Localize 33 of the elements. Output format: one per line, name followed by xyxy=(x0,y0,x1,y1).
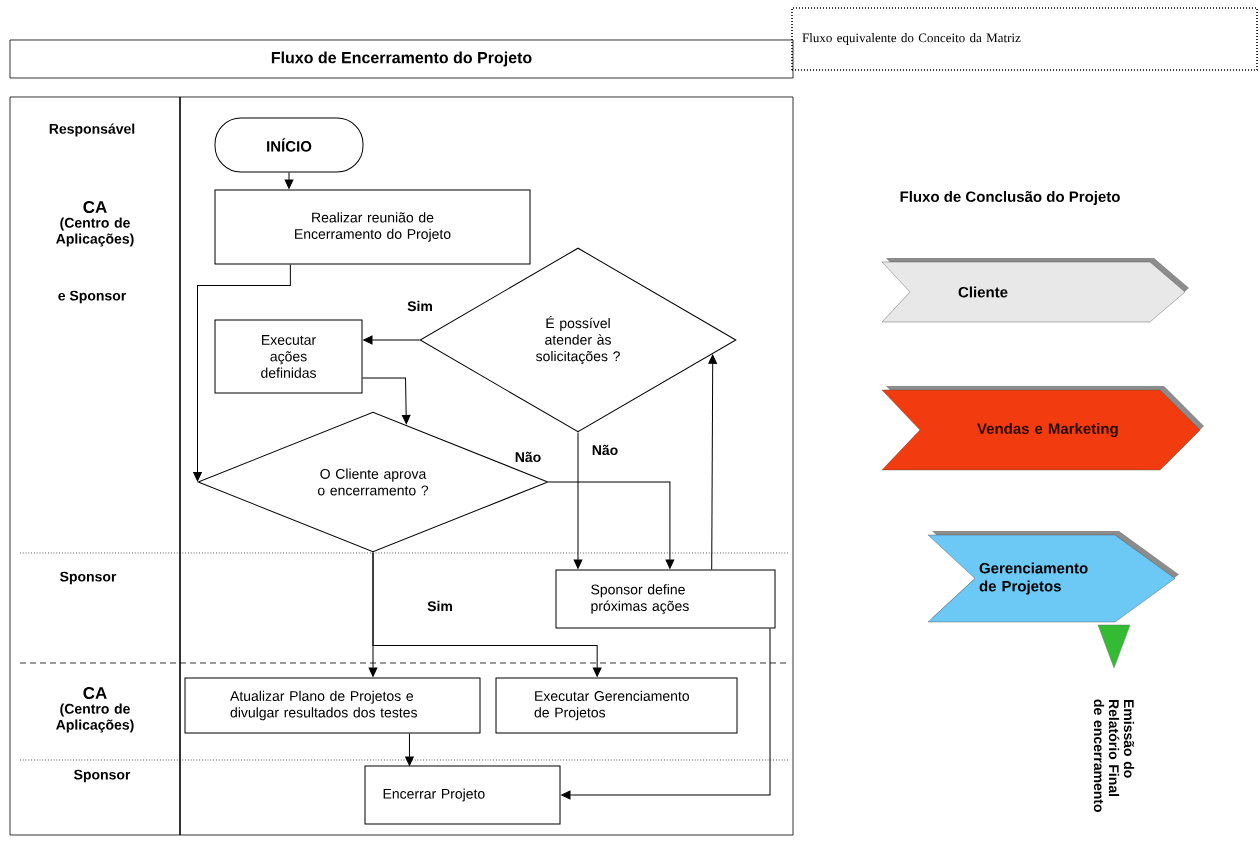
edge-label: Sim xyxy=(425,599,455,613)
lane-label: Responsável xyxy=(49,123,135,137)
process-box: Sponsor define próximas ações xyxy=(555,569,776,629)
process-box: Executar ações definidas xyxy=(214,319,363,394)
annotation-text: Emissão do Relatório Final de encerramento xyxy=(1093,699,1135,813)
lane-label: Sponsor xyxy=(74,769,131,783)
arrow xyxy=(362,377,411,425)
lane-label: CA xyxy=(83,201,107,213)
section-heading: Fluxo de Conclusão do Projeto xyxy=(900,191,1120,205)
arrow xyxy=(548,481,675,569)
title-box: Fluxo de Encerramento do Projeto xyxy=(9,39,794,79)
process-box: Realizar reunião de Encerramento do Projeto xyxy=(214,189,531,265)
lane-label: (Centro de Aplicações) xyxy=(56,217,134,247)
edge-label: Não xyxy=(513,450,543,464)
arrow xyxy=(193,264,291,482)
lane-label: e Sponsor xyxy=(58,290,126,304)
arrow xyxy=(372,552,602,677)
arrow xyxy=(405,733,414,766)
edge-label: Não xyxy=(590,443,620,457)
arrow xyxy=(708,354,718,570)
process-box: Atualizar Plano de Projetos e divulgar resultados dos testes xyxy=(184,677,481,734)
start-terminal: INÍCIO xyxy=(214,117,364,173)
note-box: Fluxo equivalente do Conceito da Matriz xyxy=(791,7,1258,71)
lane-label: CA xyxy=(83,687,107,699)
arrow xyxy=(363,335,420,345)
process-box: Executar Gerenciamento de Projetos xyxy=(495,677,738,734)
marker-triangle xyxy=(1097,624,1131,669)
lane-label: Sponsor xyxy=(60,571,117,585)
lane-label: (Centro de Aplicações) xyxy=(56,703,134,733)
arrow xyxy=(561,628,771,800)
process-box: Encerrar Projeto xyxy=(364,765,561,825)
arrow xyxy=(573,432,583,569)
arrow xyxy=(284,172,294,189)
